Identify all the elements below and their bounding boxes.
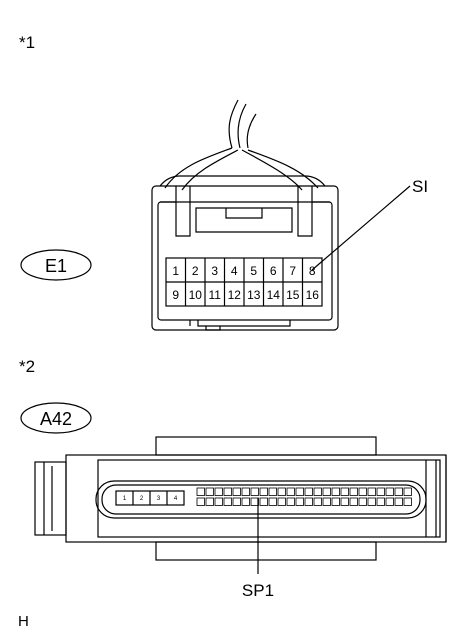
- e1-pin-5-label: 5: [250, 264, 257, 278]
- e1-pin-grid: [165, 257, 323, 307]
- view-1-marker: *1: [19, 33, 36, 52]
- a42-dense-pin: [349, 487, 358, 496]
- a42-dense-pin: [331, 497, 340, 506]
- e1-pin-4-label: 4: [231, 264, 238, 278]
- a42-dense-pin: [322, 497, 331, 506]
- e1-pin-10-label: 10: [189, 288, 203, 302]
- a42-dense-pin: [286, 487, 295, 496]
- a42-dense-pin: [313, 497, 322, 506]
- a42-dense-pin: [331, 487, 340, 496]
- a42-dense-pin: [223, 497, 232, 506]
- e1-code-oval: [20, 249, 92, 281]
- e1-wire-harness: [164, 99, 319, 191]
- figure-code: H: [18, 613, 29, 630]
- a42-dense-pin: [241, 487, 250, 496]
- view-2-marker: *2: [19, 357, 36, 376]
- a42-dense-pin: [394, 497, 403, 506]
- e1-pin-8-label: 8: [309, 264, 316, 278]
- a42-dense-pin: [196, 487, 205, 496]
- e1-pin-7-label: 7: [289, 264, 296, 278]
- e1-pin-3-label: 3: [211, 264, 218, 278]
- a42-dense-pin: [349, 497, 358, 506]
- a42-dense-pin: [394, 487, 403, 496]
- a42-dense-pin: [250, 497, 259, 506]
- e1-pin-12-label: 12: [228, 288, 242, 302]
- a42-dense-pin: [196, 497, 205, 506]
- a42-dense-pin: [268, 497, 277, 506]
- a42-dense-pin: [295, 497, 304, 506]
- a42-dense-pin: [385, 487, 394, 496]
- si-leader-line: [311, 185, 411, 271]
- e1-pin-13-label: 13: [247, 288, 261, 302]
- a42-dense-pin: [286, 497, 295, 506]
- a42-dense-pin: [250, 487, 259, 496]
- sp1-callout-label: SP1: [242, 581, 274, 600]
- e1-code-label: E1: [45, 256, 67, 276]
- a42-dense-pin: [205, 497, 214, 506]
- a42-pin-4-label: 4: [174, 496, 178, 502]
- a42-dense-pin: [277, 497, 286, 506]
- a42-dense-pin: [214, 497, 223, 506]
- a42-dense-pin: [259, 497, 268, 506]
- a42-dense-pin: [205, 487, 214, 496]
- e1-pin-14-label: 14: [267, 288, 281, 302]
- a42-dense-pin: [259, 487, 268, 496]
- a42-dense-pin: [295, 487, 304, 496]
- e1-pin-6-label: 6: [270, 264, 277, 278]
- e1-pin-15-label: 15: [286, 288, 300, 302]
- a42-dense-pin: [241, 497, 250, 506]
- a42-dense-pin: [277, 487, 286, 496]
- a42-dense-pin: [313, 487, 322, 496]
- a42-dense-pin: [223, 487, 232, 496]
- a42-pin-1-label: 1: [123, 496, 127, 502]
- a42-dense-pin: [385, 497, 394, 506]
- a42-code-label: A42: [40, 409, 72, 429]
- a42-pin-block-small: [115, 490, 185, 506]
- a42-dense-pin: [304, 487, 313, 496]
- a42-dense-pin: [367, 487, 376, 496]
- a42-dense-pin: [367, 497, 376, 506]
- e1-pin-16-label: 16: [306, 288, 320, 302]
- a42-dense-pin: [403, 497, 412, 506]
- a42-dense-pin: [403, 487, 412, 496]
- e1-connector-body: [151, 175, 339, 331]
- a42-dense-pin: [304, 497, 313, 506]
- a42-dense-pin: [358, 497, 367, 506]
- e1-pin-2-label: 2: [192, 264, 199, 278]
- si-callout-label: SI: [412, 177, 428, 196]
- a42-dense-pin: [340, 487, 349, 496]
- a42-connector-body: [34, 436, 447, 561]
- a42-dense-pin: [232, 497, 241, 506]
- a42-dense-pin: [232, 487, 241, 496]
- a42-dense-pin: [268, 487, 277, 496]
- a42-pin-2-label: 2: [140, 496, 144, 502]
- a42-dense-pin: [376, 497, 385, 506]
- a42-dense-pin: [322, 487, 331, 496]
- a42-code-oval: [20, 402, 92, 434]
- a42-dense-pin: [376, 487, 385, 496]
- e1-pin-11-label: 11: [209, 288, 222, 302]
- a42-pin-block-dense: [196, 487, 412, 506]
- a42-pin-3-label: 3: [157, 496, 161, 502]
- e1-pin-1-label: 1: [172, 264, 179, 278]
- e1-pin-9-label: 9: [172, 288, 179, 302]
- a42-dense-pin: [340, 497, 349, 506]
- a42-dense-pin: [214, 487, 223, 496]
- a42-dense-pin: [358, 487, 367, 496]
